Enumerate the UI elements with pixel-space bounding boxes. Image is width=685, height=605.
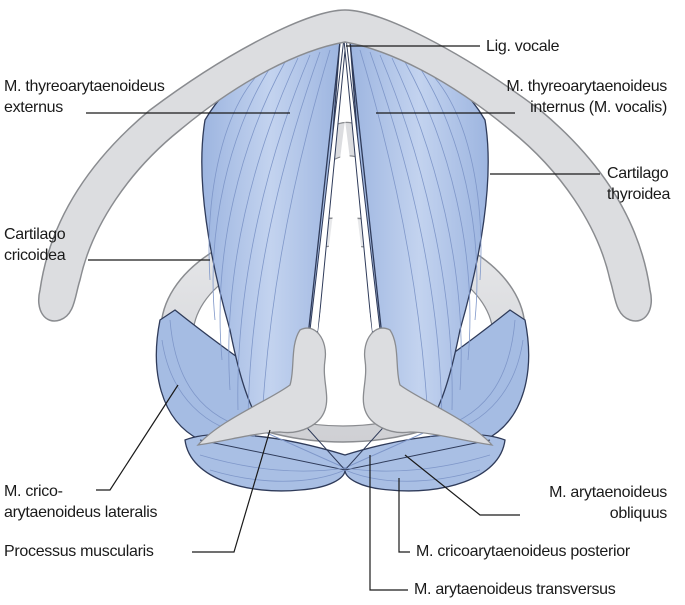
label-text: M. arytaenoideus <box>549 484 667 501</box>
cricoarytenoid-lateral-muscles <box>155 309 530 441</box>
label-text: Processus muscularis <box>4 543 154 560</box>
label-cartilago-thyroidea: Cartilago thyroidea <box>607 163 670 205</box>
label-text: Cartilago <box>4 226 66 243</box>
label-text: Lig. vocale <box>486 38 560 55</box>
label-text: M. cricoarytaenoideus posterior <box>416 543 630 560</box>
label-arytaenoideus-obliquus: M. arytaenoideus obliquus <box>549 482 667 524</box>
label-cartilago-cricoidea: Cartilago cricoidea <box>4 224 66 266</box>
label-crico-lateralis: M. crico- arytaenoideus lateralis <box>4 481 158 523</box>
label-arytaenoideus-transversus: M. arytaenoideus transversus <box>414 579 616 600</box>
label-text: M. arytaenoideus transversus <box>414 581 616 598</box>
label-text: thyroidea <box>607 186 671 203</box>
label-crico-posterior: M. cricoarytaenoideus posterior <box>416 541 630 562</box>
label-text: internus (M. vocalis) <box>530 99 667 116</box>
leader-lines <box>86 45 600 591</box>
thyroid-cartilage <box>38 9 652 322</box>
label-text: M. crico- <box>4 483 63 500</box>
label-lig-vocale: Lig. vocale <box>486 36 560 57</box>
label-text: externus <box>4 99 63 116</box>
label-processus-muscularis: Processus muscularis <box>4 541 154 562</box>
label-thyreo-externus: M. thyreoarytaenoideus externus <box>4 76 165 118</box>
muscle-fibers <box>161 49 524 482</box>
label-text: arytaenoideus lateralis <box>4 504 158 521</box>
label-text: cricoidea <box>4 247 66 264</box>
vocal-ligaments <box>309 36 381 342</box>
label-text: Cartilago <box>607 165 669 182</box>
label-text: obliquus <box>609 505 668 522</box>
label-thyreo-internus: M. thyreoarytaenoideus internus (M. voca… <box>506 76 667 118</box>
label-text: M. thyreoarytaenoideus <box>506 78 667 95</box>
arytenoid-cartilages <box>196 327 494 446</box>
label-text: M. thyreoarytaenoideus <box>4 78 165 95</box>
